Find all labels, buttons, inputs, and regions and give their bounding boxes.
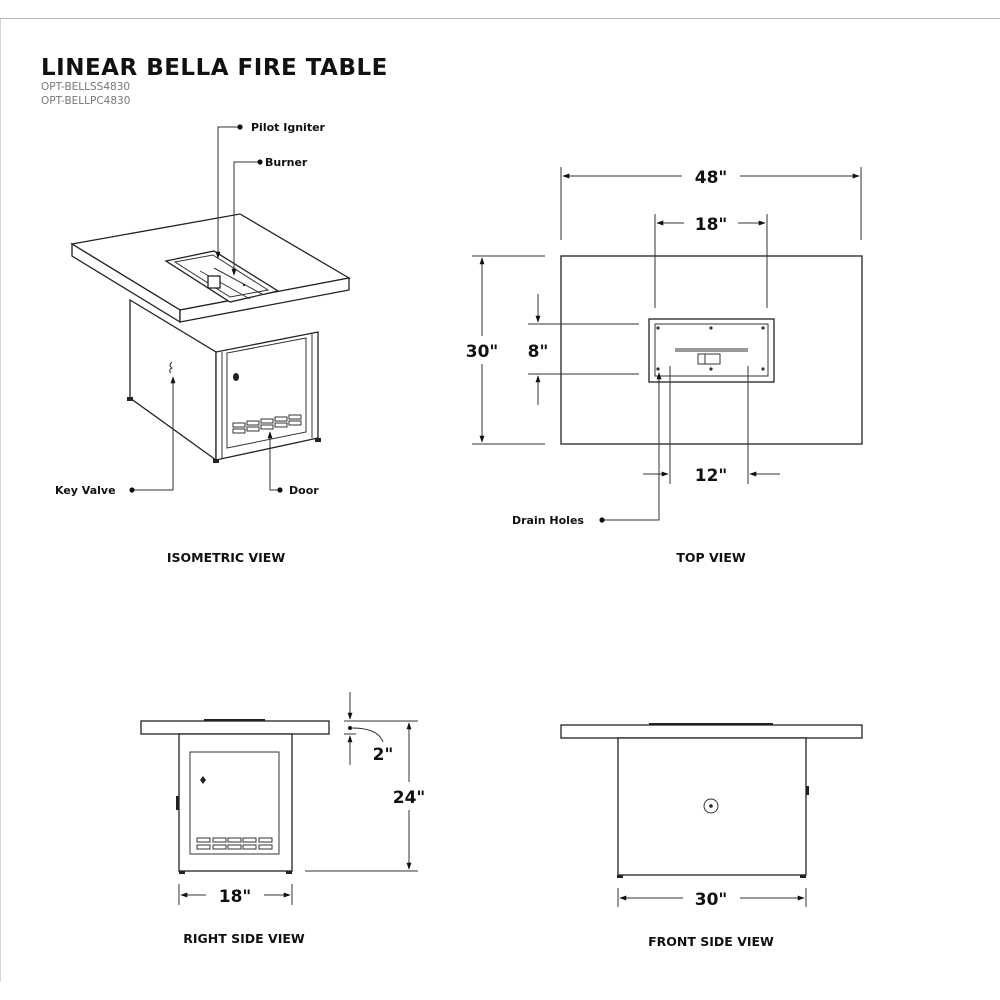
pilot-assembly-icon bbox=[697, 353, 721, 365]
door-handle-icon bbox=[200, 776, 206, 784]
pilot-assembly-icon bbox=[207, 275, 221, 289]
table-top-profile bbox=[560, 724, 863, 739]
door-panel bbox=[189, 751, 280, 855]
drain-holes-label: Drain Holes bbox=[512, 514, 584, 527]
foot bbox=[286, 871, 292, 874]
front-side-view: 30" FRONT SIDE VIEW bbox=[560, 723, 863, 949]
callout-dot bbox=[599, 517, 605, 523]
key-valve-icon bbox=[169, 361, 173, 374]
foot bbox=[617, 875, 623, 878]
right-side-view: 18" 24" 2" RIGHT SIDE VIEW bbox=[140, 692, 426, 946]
dim-18-label: 18" bbox=[219, 887, 252, 907]
dim-2-label: 2" bbox=[373, 745, 394, 765]
pilot-igniter-label: Pilot Igniter bbox=[251, 121, 326, 134]
foot bbox=[800, 875, 806, 878]
burner-leader bbox=[231, 161, 258, 276]
callout-dot bbox=[257, 159, 263, 165]
foot bbox=[179, 871, 185, 874]
leader-curve bbox=[351, 727, 384, 743]
callout-dot bbox=[237, 124, 243, 130]
document-page bbox=[0, 19, 1000, 982]
dim-48-label: 48" bbox=[695, 168, 728, 188]
drain-holes-leader bbox=[603, 372, 662, 521]
isometric-view: Pilot Igniter Burner Key Valve Door ISOM… bbox=[55, 121, 351, 565]
foot bbox=[315, 438, 321, 442]
key-valve-center bbox=[709, 804, 713, 808]
pilot-igniter-leader bbox=[215, 126, 238, 259]
door-handle-icon bbox=[233, 373, 239, 381]
foot bbox=[213, 459, 219, 463]
document-title: LINEAR BELLA FIRE TABLE bbox=[41, 55, 388, 81]
key-valve-leader bbox=[134, 376, 176, 491]
burner-pan-inner bbox=[654, 323, 769, 377]
dim-18-label: 18" bbox=[695, 215, 728, 235]
door-panel bbox=[226, 337, 307, 449]
key-valve-icon bbox=[703, 798, 719, 814]
top-view-label: TOP VIEW bbox=[676, 550, 746, 565]
right-side-view-label: RIGHT SIDE VIEW bbox=[183, 931, 305, 946]
burner-bar bbox=[213, 267, 263, 295]
callout-dot bbox=[348, 726, 352, 730]
viewer-top-bar bbox=[0, 0, 1000, 19]
door-vents bbox=[232, 414, 302, 434]
dim-24-label: 24" bbox=[393, 788, 426, 808]
drain-holes bbox=[656, 326, 765, 371]
model-number: OPT-BELLPC4830 bbox=[41, 95, 131, 107]
foot bbox=[127, 397, 133, 401]
door-leader bbox=[267, 431, 278, 491]
hinge bbox=[176, 796, 179, 810]
dim-12-label: 12" bbox=[695, 466, 728, 486]
dim-30-label: 30" bbox=[695, 890, 728, 910]
callout-dot bbox=[277, 487, 283, 493]
front-side-view-label: FRONT SIDE VIEW bbox=[648, 934, 774, 949]
door-vents bbox=[196, 837, 273, 850]
dim-30-label: 30" bbox=[466, 342, 499, 362]
isometric-view-label: ISOMETRIC VIEW bbox=[167, 550, 285, 565]
model-number: OPT-BELLSS4830 bbox=[41, 81, 131, 93]
base-profile bbox=[178, 733, 293, 872]
table-top-profile bbox=[140, 720, 330, 735]
dim-8-label: 8" bbox=[528, 342, 549, 362]
base-front-face bbox=[215, 331, 319, 461]
key-valve-label: Key Valve bbox=[55, 484, 116, 497]
table-top-front-edge bbox=[179, 277, 350, 323]
callout-dot bbox=[129, 487, 135, 493]
burner-label: Burner bbox=[265, 156, 308, 169]
hinge bbox=[806, 786, 809, 795]
top-view: 48" 18" 30" 8" 12" Drain Holes TOP VIEW bbox=[466, 167, 863, 565]
burner-port bbox=[242, 283, 246, 287]
door-label: Door bbox=[289, 484, 319, 497]
